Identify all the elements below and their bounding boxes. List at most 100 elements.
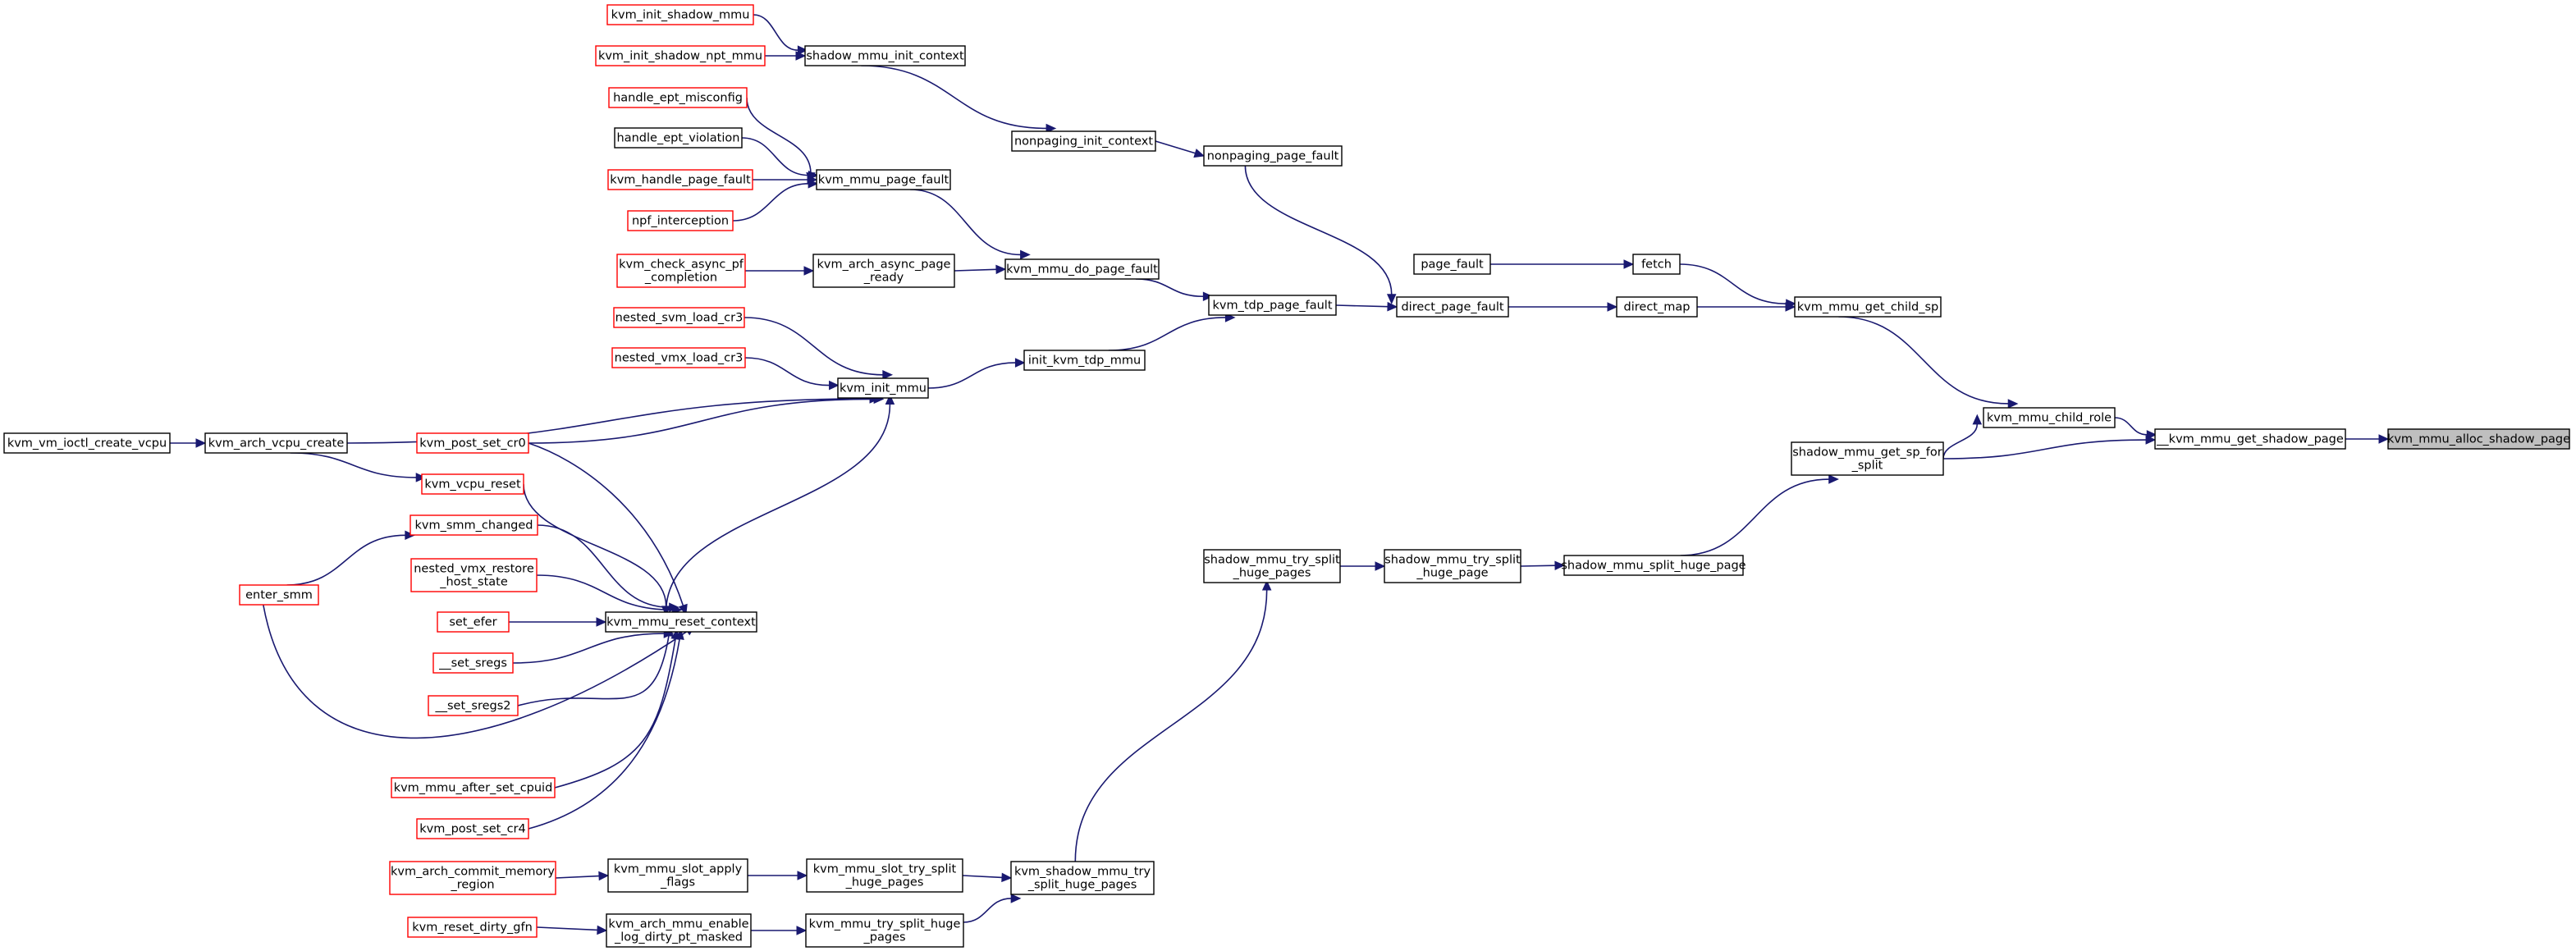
node-box: [3, 432, 171, 454]
node-shadow-mmu-try-split-huge-page[interactable]: shadow_mmu_try_split_huge_page: [1384, 549, 1521, 583]
node---kvm-mmu-get-shadow-page[interactable]: __kvm_mmu_get_shadow_page: [2154, 428, 2346, 450]
node-label: kvm_vcpu_reset: [424, 478, 521, 492]
edge-nonpaging_init_context-to-nonpaging_page_fault: [1155, 140, 1206, 158]
node-box: [1794, 296, 1942, 318]
node-enter-smm[interactable]: enter_smm: [239, 584, 319, 606]
edge-direct_page_fault-to-direct_map: [1508, 302, 1618, 312]
node-kvm-mmu-page-fault[interactable]: kvm_mmu_page_fault: [816, 169, 951, 190]
edge-kvm_arch_commit_memory_region-to-kvm_mmu_slot_apply_flags: [555, 871, 610, 881]
edge-line: [927, 362, 1016, 389]
node-npf-interception[interactable]: npf_interception: [627, 210, 734, 231]
node-kvm-vcpu-reset[interactable]: kvm_vcpu_reset: [421, 473, 524, 495]
node-kvm-post-set-cr4[interactable]: kvm_post_set_cr4: [416, 818, 529, 839]
node-label: kvm_init_shadow_mmu: [611, 9, 750, 22]
node-kvm-mmu-slot-try-split-huge-pages[interactable]: kvm_mmu_slot_try_split_huge_pages: [806, 858, 963, 893]
edge-init_kvm_tdp_mmu-to-kvm_tdp_page_fault: [1108, 313, 1236, 351]
node-kvm-arch-vcpu-create[interactable]: kvm_arch_vcpu_create: [204, 432, 348, 454]
edge-line: [861, 65, 1047, 130]
node-handle-ept-misconfig[interactable]: handle_ept_misconfig: [608, 87, 748, 108]
edge-arrowhead: [1045, 123, 1057, 134]
node-box: [391, 777, 556, 798]
node-kvm-init-shadow-npt-mmu[interactable]: kvm_init_shadow_npt_mmu: [595, 45, 766, 66]
edge-line: [744, 357, 830, 386]
node-box: [239, 584, 319, 606]
node-shadow-mmu-get-sp-for-split[interactable]: shadow_mmu_get_sp_for_split: [1791, 441, 1944, 476]
node-kvm-init-mmu[interactable]: kvm_init_mmu: [837, 377, 929, 399]
node-box: [613, 307, 745, 328]
node-nested-svm-load-cr3[interactable]: nested_svm_load_cr3: [613, 307, 745, 328]
node-nested-vmx-restore-host-state[interactable]: nested_vmx_restore_host_state: [410, 558, 538, 592]
node-handle-ept-violation[interactable]: handle_ept_violation: [614, 127, 743, 149]
node-kvm-mmu-child-role[interactable]: kvm_mmu_child_role: [1983, 407, 2116, 428]
node-kvm-check-async-pf-completion[interactable]: kvm_check_async_pf_completion: [616, 254, 746, 288]
edge-kvm_shadow_mmu_try_split_huge_pages-to-shadow_mmu_try_split_huge_pages: [1074, 579, 1272, 862]
node-box: [627, 210, 734, 231]
edge-arrowhead: [882, 370, 894, 380]
edge-kvm_init_shadow_mmu-to-shadow_mmu_init_context: [753, 14, 808, 55]
node-label: kvm_post_set_cr0: [419, 437, 526, 450]
edge-arrowhead: [808, 179, 819, 189]
node-label: kvm_mmu_page_fault: [818, 174, 949, 187]
node-kvm-mmu-slot-apply-flags[interactable]: kvm_mmu_slot_apply_flags: [607, 858, 748, 893]
edges-layer: [170, 14, 2390, 935]
node-kvm-mmu-try-split-huge-pages[interactable]: kvm_mmu_try_split_huge_pages: [805, 913, 964, 948]
node-label: kvm_check_async_pf: [619, 258, 744, 272]
node-kvm-init-shadow-mmu[interactable]: kvm_init_shadow_mmu: [606, 4, 754, 25]
node-kvm-reset-dirty-gfn[interactable]: kvm_reset_dirty_gfn: [407, 917, 538, 938]
node-box: [2154, 428, 2346, 450]
edge-kvm_mmu_do_page_fault-to-kvm_tdp_page_fault: [1135, 278, 1214, 302]
node-page-fault[interactable]: page_fault: [1413, 254, 1491, 275]
node-box: [812, 254, 955, 288]
node-box: [389, 861, 556, 895]
node-nested-vmx-load-cr3[interactable]: nested_vmx_load_cr3: [611, 347, 746, 368]
node-kvm-handle-page-fault[interactable]: kvm_handle_page_fault: [607, 169, 753, 190]
node-kvm-arch-commit-memory-region[interactable]: kvm_arch_commit_memory_region: [389, 861, 556, 895]
node-label: fetch: [1641, 258, 1672, 272]
node-label: _host_state: [439, 576, 508, 589]
node-kvm-mmu-alloc-shadow-page[interactable]: kvm_mmu_alloc_shadow_page: [2387, 428, 2570, 450]
node-direct-map[interactable]: direct_map: [1616, 296, 1698, 318]
edge-line: [1942, 439, 2147, 459]
edge-kvm_post_set_cr0-to-kvm_mmu_reset_context: [528, 442, 688, 615]
node-kvm-post-set-cr0[interactable]: kvm_post_set_cr0: [416, 432, 529, 454]
edge-arrowhead: [995, 264, 1007, 275]
node-shadow-mmu-split-huge-page[interactable]: shadow_mmu_split_huge_page: [1561, 555, 1746, 576]
edge-kvm_tdp_page_fault-to-direct_page_fault: [1335, 301, 1398, 312]
node-kvm-smm-changed[interactable]: kvm_smm_changed: [410, 514, 538, 536]
node-shadow-mmu-try-split-huge-pages[interactable]: shadow_mmu_try_split_huge_pages: [1203, 549, 1341, 583]
edge-__set_sregs-to-kvm_mmu_reset_context: [512, 629, 675, 664]
node-direct-page-fault[interactable]: direct_page_fault: [1396, 296, 1509, 318]
node-box: [804, 45, 966, 66]
node---set-sregs[interactable]: __set_sregs: [432, 652, 514, 674]
edge-arrowhead: [1014, 358, 1026, 368]
node-set-efer[interactable]: set_efer: [437, 611, 510, 633]
node-box: [805, 913, 964, 948]
edge-shadow_mmu_init_context-to-nonpaging_init_context: [861, 65, 1057, 134]
node-kvm-mmu-after-set-cpuid[interactable]: kvm_mmu_after_set_cpuid: [391, 777, 556, 798]
node-init-kvm-tdp-mmu[interactable]: init_kvm_tdp_mmu: [1023, 350, 1146, 371]
edge-arrowhead: [885, 394, 895, 405]
node-kvm-tdp-page-fault[interactable]: kvm_tdp_page_fault: [1208, 295, 1337, 316]
edge-line: [286, 534, 405, 586]
edge-line: [1244, 165, 1393, 295]
node-kvm-arch-async-page-ready[interactable]: kvm_arch_async_page_ready: [812, 254, 955, 288]
node-kvm-mmu-get-child-sp[interactable]: kvm_mmu_get_child_sp: [1794, 296, 1942, 318]
edge-kvm_arch_async_page_ready-to-kvm_mmu_do_page_fault: [954, 264, 1007, 275]
node-fetch[interactable]: fetch: [1632, 254, 1681, 275]
node-box: [1616, 296, 1698, 318]
node-box: [607, 858, 748, 893]
edge-arrowhead: [795, 51, 807, 61]
node---set-sregs2[interactable]: __set_sregs2: [428, 695, 519, 716]
node-shadow-mmu-init-context[interactable]: shadow_mmu_init_context: [804, 45, 966, 66]
edge-nested_vmx_load_cr3-to-kvm_init_mmu: [744, 357, 840, 391]
node-kvm-arch-mmu-enable-log-dirty-pt-masked[interactable]: kvm_arch_mmu_enable_log_dirty_pt_masked: [606, 913, 752, 948]
node-kvm-vm-ioctl-create-vcpu[interactable]: kvm_vm_ioctl_create_vcpu: [3, 432, 171, 454]
node-kvm-shadow-mmu-try-split-huge-pages[interactable]: kvm_shadow_mmu_try_split_huge_pages: [1010, 861, 1155, 895]
edge-arrowhead: [661, 606, 671, 617]
node-nonpaging-page-fault[interactable]: nonpaging_page_fault: [1203, 145, 1343, 167]
node-kvm-mmu-do-page-fault[interactable]: kvm_mmu_do_page_fault: [1004, 258, 1160, 280]
node-kvm-mmu-reset-context[interactable]: kvm_mmu_reset_context: [605, 611, 757, 633]
edge-line: [537, 524, 670, 608]
node-nonpaging-init-context[interactable]: nonpaging_init_context: [1011, 130, 1156, 152]
edge-direct_map-to-kvm_mmu_get_child_sp: [1697, 302, 1796, 312]
